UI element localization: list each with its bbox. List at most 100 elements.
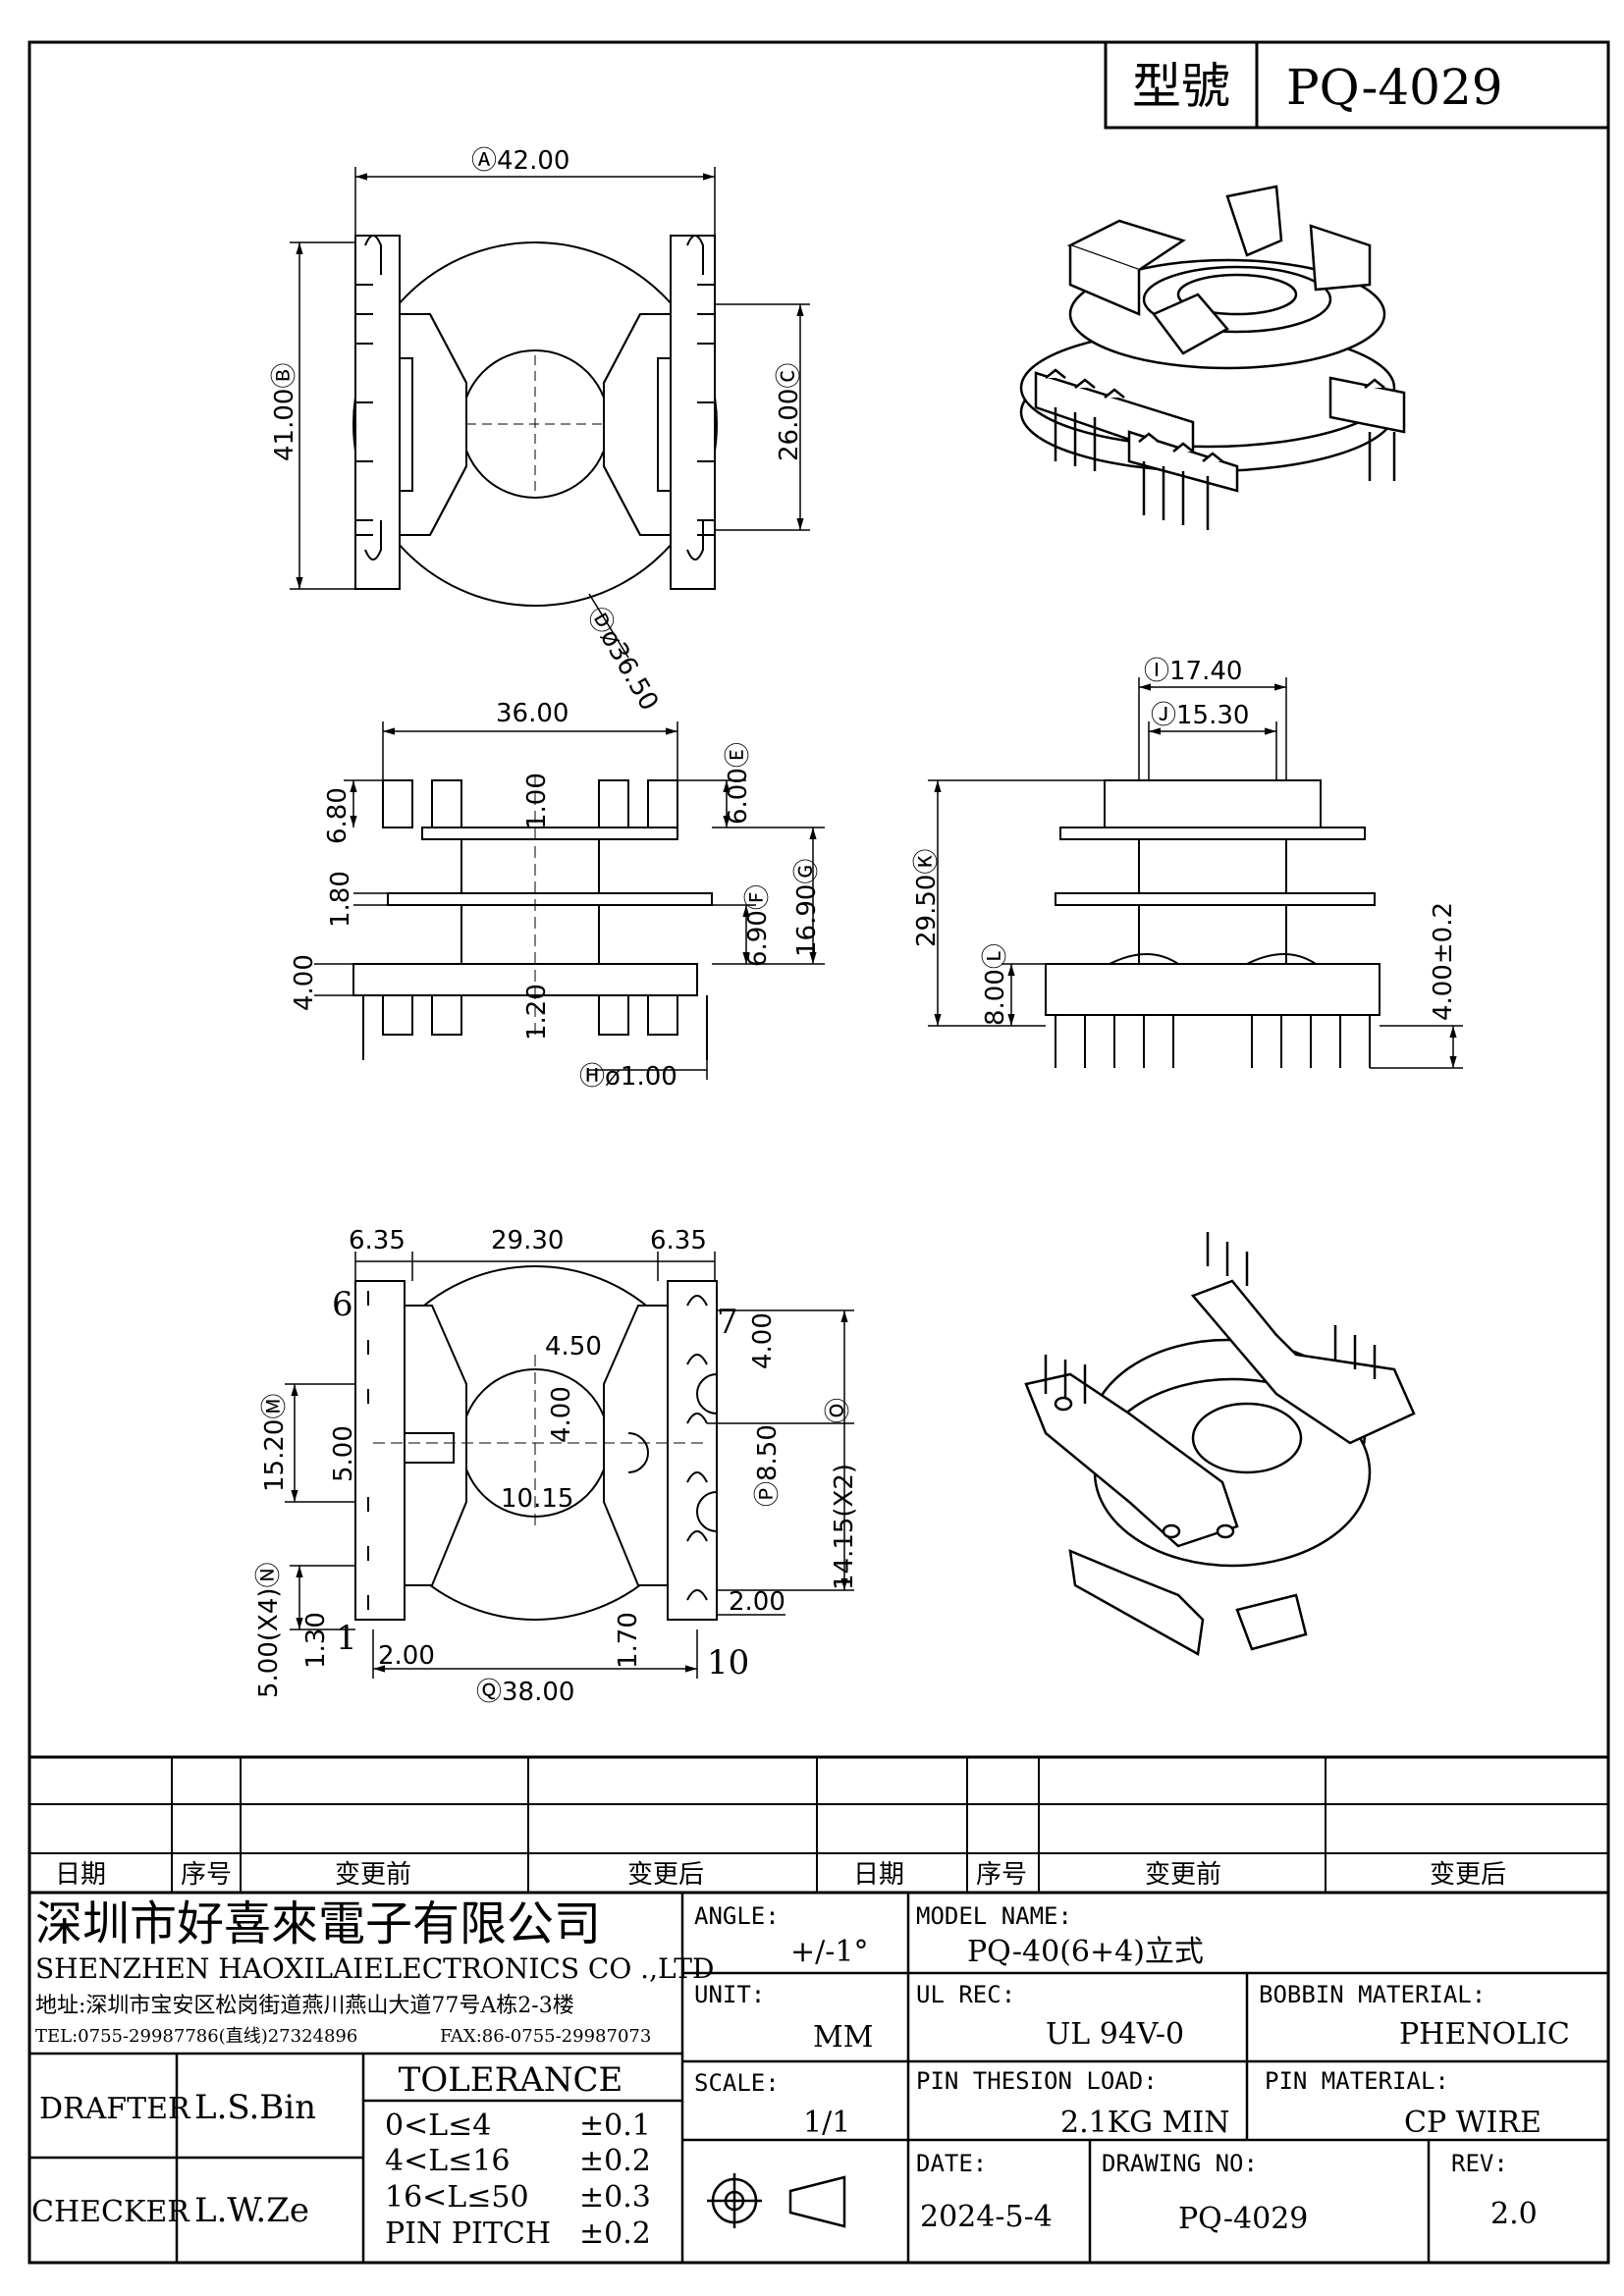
bottom-dim-400-a: 4.00 — [748, 1312, 778, 1369]
projection-symbol-icon — [707, 2173, 846, 2228]
rev-label: REV: — [1451, 2150, 1508, 2177]
rev-header-after-2: 变更后 — [1430, 1860, 1506, 1890]
tolerance-value-1: ±0.1 — [579, 2109, 651, 2143]
front-dim-g: 16.90Ⓖ — [792, 859, 822, 957]
angle-label: ANGLE: — [694, 1902, 780, 1930]
checker-value: L.W.Ze — [194, 2191, 309, 2230]
rev-value: 2.0 — [1490, 2197, 1538, 2231]
top-dim-d: Ⓓø36.50 — [581, 603, 664, 717]
rev-header-before-1: 变更前 — [335, 1860, 411, 1890]
front-dim-400: 4.00 — [290, 954, 319, 1011]
header-model-value: PQ-4029 — [1286, 59, 1503, 116]
bottom-dim-1415: 14.15(X2) — [830, 1464, 859, 1590]
side-dim-400: 4.00±0.2 — [1429, 902, 1458, 1021]
side-dim-j: Ⓙ15.30 — [1151, 701, 1249, 730]
rev-header-date-1: 日期 — [55, 1860, 106, 1890]
bottom-view-dimensions — [285, 1252, 854, 1679]
bottom-dim-635-left: 6.35 — [349, 1226, 406, 1255]
bottom-view — [354, 1265, 718, 1621]
side-dim-l: 8.00Ⓛ — [981, 943, 1010, 1026]
front-dim-180: 1.80 — [326, 871, 355, 928]
tolerance-value-3: ±0.3 — [579, 2180, 651, 2215]
company-name-cn: 深圳市好喜來電子有限公司 — [35, 1896, 601, 1951]
drafter-label: DRAFTER — [39, 2092, 191, 2126]
top-view-dimensions — [290, 167, 810, 659]
bottom-dim-1015: 10.15 — [501, 1484, 573, 1514]
bobbin-material-label: BOBBIN MATERIAL: — [1259, 1981, 1486, 2008]
tolerance-range-4: PIN PITCH — [385, 2216, 551, 2251]
revision-table — [29, 1755, 1608, 1895]
bottom-dim-q: Ⓠ38.00 — [476, 1678, 574, 1707]
front-dim-e: 6.00Ⓔ — [724, 742, 753, 825]
bottom-dim-635-right: 6.35 — [650, 1226, 707, 1255]
top-dim-a: Ⓐ42.00 — [471, 146, 569, 176]
tolerance-range-3: 16<L≤50 — [385, 2180, 529, 2215]
ul-rec-value: UL 94V-0 — [1046, 2017, 1184, 2052]
bottom-dim-450: 4.50 — [545, 1332, 602, 1362]
side-dim-i: Ⓘ17.40 — [1144, 657, 1242, 686]
bottom-dim-200-left: 2.00 — [378, 1641, 435, 1671]
isometric-view-bottom — [1024, 1232, 1416, 1656]
bottom-pin-6: 6 — [332, 1285, 353, 1324]
rev-header-seq-2: 序号 — [976, 1860, 1027, 1890]
front-dim-width: 36.00 — [496, 699, 568, 728]
unit-label: UNIT: — [694, 1981, 765, 2008]
front-dim-100: 1.00 — [522, 773, 552, 829]
pin-material-label: PIN MATERIAL: — [1265, 2067, 1449, 2095]
bottom-dim-500: 5.00 — [329, 1425, 358, 1482]
side-view — [1045, 779, 1380, 1068]
front-view — [352, 775, 713, 1060]
rev-header-before-2: 变更前 — [1145, 1860, 1221, 1890]
drawing-no-label: DRAWING NO: — [1102, 2150, 1258, 2177]
tolerance-value-4: ±0.2 — [579, 2216, 651, 2251]
front-dim-f: 6.90Ⓕ — [743, 884, 773, 967]
drawing-no-value: PQ-4029 — [1178, 2202, 1308, 2236]
front-dim-680: 6.80 — [323, 787, 352, 844]
sheet-border — [27, 40, 1610, 2265]
top-dim-c: 26.00Ⓒ — [775, 363, 804, 461]
bottom-pin-7: 7 — [717, 1303, 738, 1342]
bobbin-material-value: PHENOLIC — [1399, 2017, 1570, 2052]
angle-value: +/-1° — [790, 1935, 868, 1969]
bottom-dim-p: Ⓟ8.50 — [753, 1424, 783, 1507]
model-name-value: PQ-40(6+4)立式 — [967, 1935, 1204, 1969]
bottom-dim-m: 15.20Ⓜ — [260, 1394, 290, 1492]
bottom-dim-400-b: 4.00 — [547, 1386, 576, 1443]
checker-label: CHECKER — [31, 2195, 190, 2229]
scale-value: 1/1 — [803, 2106, 850, 2140]
model-name-label: MODEL NAME: — [916, 1902, 1072, 1930]
date-value: 2024-5-4 — [920, 2200, 1053, 2234]
company-tel: TEL:0755-29987786(直线)27324896 — [35, 2026, 357, 2047]
company-fax: FAX:86-0755-29987073 — [440, 2026, 651, 2047]
pin-material-value: CP WIRE — [1404, 2106, 1542, 2140]
unit-value: MM — [813, 2020, 873, 2055]
pin-load-value: 2.1KG MIN — [1060, 2106, 1229, 2140]
tolerance-range-1: 0<L≤4 — [385, 2109, 491, 2143]
isometric-view-top — [1019, 185, 1406, 530]
rev-header-seq-1: 序号 — [181, 1860, 232, 1890]
bottom-pin-10: 10 — [707, 1643, 749, 1682]
rev-header-date-2: 日期 — [853, 1860, 904, 1890]
pin-load-label: PIN THESION LOAD: — [916, 2067, 1158, 2095]
scale-label: SCALE: — [694, 2069, 780, 2097]
company-name-en: SHENZHEN HAOXILAIELECTRONICS CO .,LTD — [35, 1952, 714, 1985]
side-view-dimensions — [928, 677, 1463, 1069]
title-block-grid — [29, 1893, 1608, 2263]
tolerance-value-2: ±0.2 — [579, 2144, 651, 2178]
top-dim-b: 41.00Ⓑ — [270, 363, 299, 461]
bottom-dim-o: Ⓞ — [824, 1398, 853, 1423]
date-label: DATE: — [916, 2150, 987, 2177]
rev-header-after-1: 变更后 — [627, 1860, 704, 1890]
bottom-dim-130: 1.30 — [301, 1612, 331, 1669]
tolerance-range-2: 4<L≤16 — [385, 2144, 510, 2178]
bottom-dim-200-right: 2.00 — [729, 1587, 785, 1617]
bottom-pin-1: 1 — [336, 1619, 357, 1658]
front-view-dimensions — [314, 721, 825, 1080]
header-model-box: 型號 PQ-4029 — [1104, 40, 1610, 130]
top-view — [352, 235, 718, 607]
drafter-value: L.S.Bin — [194, 2088, 316, 2127]
bottom-dim-170: 1.70 — [614, 1612, 643, 1669]
tolerance-title: TOLERANCE — [399, 2060, 623, 2100]
side-dim-k: 29.50Ⓚ — [912, 849, 942, 947]
